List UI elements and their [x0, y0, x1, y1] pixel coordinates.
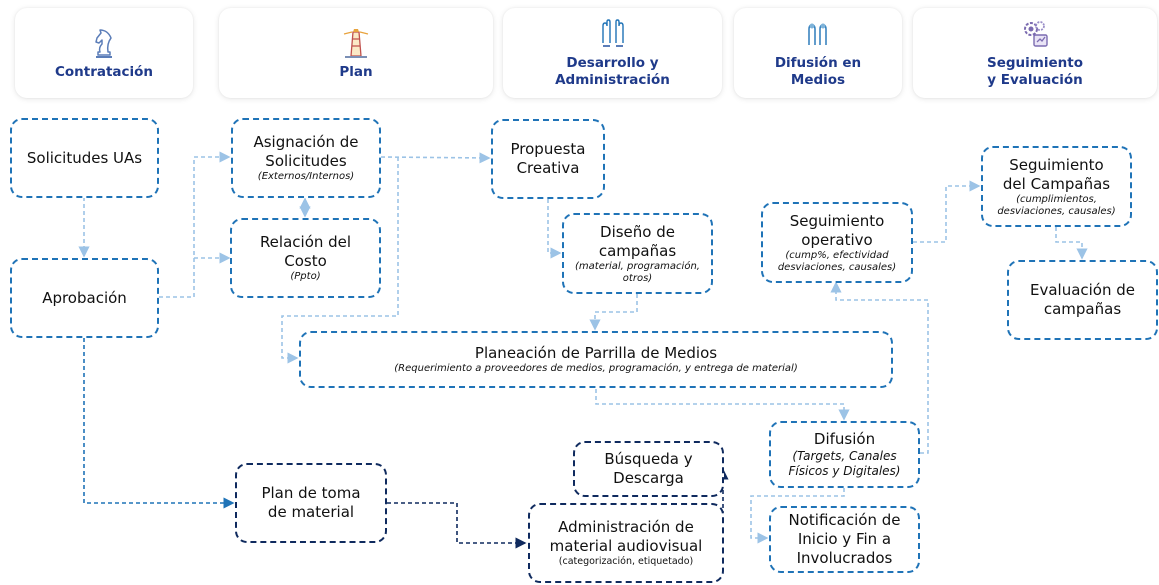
phase-label: Seguimiento y Evaluación: [987, 55, 1083, 88]
node-subtitle: (Ppto): [290, 271, 321, 282]
node-aprobacion: Aprobación: [10, 258, 159, 338]
link-plantoma-admin: [387, 502, 527, 549]
node-subtitle: (Requerimiento a proveedores de medios, …: [394, 363, 798, 374]
phase-label: Plan: [339, 63, 373, 80]
link-diseno-planeacion: [589, 294, 638, 331]
node-notificacion: Notificación de Inicio y Fin a Involucra…: [769, 506, 920, 573]
phase-label: Difusión en Medios: [774, 55, 862, 88]
node-title: Propuesta Creativa: [510, 140, 586, 177]
node-title: Notificación de Inicio y Fin a Involucra…: [788, 511, 901, 567]
phase-difusion: Difusión en Medios: [734, 8, 902, 98]
node-title: Solicitudes UAs: [26, 148, 143, 167]
link-propuesta-diseno: [547, 199, 562, 259]
node-diseno: Diseño de campañas (material, programaci…: [562, 213, 713, 294]
node-evaluacion: Evaluación de campañas: [1007, 260, 1158, 340]
node-subtitle: (Targets, Canales Físicos y Digitales): [788, 449, 901, 478]
node-title: Planeación de Parrilla de Medios: [474, 344, 718, 362]
link-asignacion-planeacion: [281, 157, 399, 364]
phase-plan: Plan: [219, 8, 493, 98]
node-subtitle: (cumplimientos, desviaciones, causales): [997, 193, 1116, 217]
link-aprobacion-plantoma: [83, 338, 235, 509]
node-seguimiento-operativo: Seguimiento operativo (cump%, efectivida…: [761, 202, 913, 283]
link-difusion-segoperativo: [830, 281, 929, 454]
phase-contratacion: Contratación: [15, 8, 193, 98]
link-segoperativo-segcampanas: [913, 180, 981, 243]
node-title: Seguimiento del Campañas: [1002, 155, 1111, 193]
node-title: Evaluación de campañas: [1029, 281, 1136, 318]
phase-label: Desarrollo y Administración: [555, 55, 670, 88]
node-title: Relación del Costo: [259, 233, 352, 270]
phase-desarrollo: Desarrollo y Administración: [503, 8, 722, 98]
node-title: Difusión: [813, 430, 876, 448]
node-title: Búsqueda y Descarga: [604, 450, 693, 487]
link-difusion-notificacion: [750, 488, 845, 544]
node-title: Plan de toma de material: [261, 484, 361, 521]
node-subtitle: (categorización, etiquetado): [558, 556, 694, 567]
node-subtitle: (Externos/Internos): [257, 171, 355, 182]
node-title: Diseño de campañas: [598, 222, 677, 260]
link-aprobacion-asignacion: [159, 151, 231, 298]
node-difusion: Difusión (Targets, Canales Físicos y Dig…: [769, 421, 920, 488]
phase-seguimiento: Seguimiento y Evaluación: [913, 8, 1157, 98]
node-plan-toma-material: Plan de toma de material: [235, 463, 387, 543]
lighthouse-icon: [343, 28, 369, 58]
node-relacion-costo: Relación del Costo (Ppto): [230, 218, 381, 298]
node-title: Administración de material audiovisual: [549, 518, 703, 555]
phase-label: Contratación: [54, 63, 154, 80]
raised-hands-icon: [601, 19, 624, 47]
node-administracion-material: Administración de material audiovisual (…: [528, 503, 724, 583]
node-asignacion: Asignación de Solicitudes (Externos/Inte…: [231, 118, 381, 198]
hands-icon: [808, 23, 827, 45]
chess-knight-icon: [95, 28, 112, 58]
node-title: Seguimiento operativo: [789, 211, 885, 249]
link-planeacion-difusion: [595, 389, 850, 421]
node-subtitle: (cump%, efectividad desviaciones, causal…: [777, 249, 897, 273]
node-seguimiento-campanas: Seguimiento del Campañas (cumplimientos,…: [981, 146, 1132, 227]
node-planeacion: Planeación de Parrilla de Medios (Requer…: [299, 331, 893, 388]
link-segcampanas-evaluacion: [1055, 227, 1088, 260]
node-propuesta: Propuesta Creativa: [491, 119, 605, 199]
gears-monitor-icon: [1024, 21, 1048, 47]
node-busqueda: Búsqueda y Descarga: [573, 441, 724, 497]
node-subtitle: (material, programación, otros): [575, 260, 700, 284]
node-title: Asignación de Solicitudes: [253, 133, 359, 170]
node-solicitudes: Solicitudes UAs: [10, 118, 159, 198]
node-title: Aprobación: [42, 288, 127, 307]
